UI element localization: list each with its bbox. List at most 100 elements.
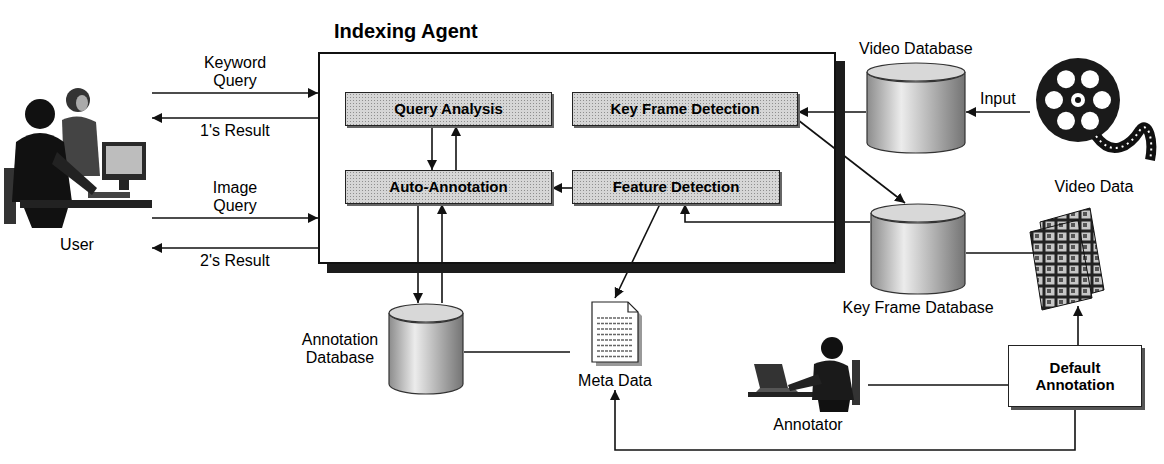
page: [592, 302, 638, 362]
connector-arrow: [441, 204, 443, 303]
user-figure-art: [2, 72, 152, 232]
database-cylinder: Annotation Database: [388, 303, 464, 395]
desk: [20, 200, 152, 208]
process-box: Query Analysis: [345, 92, 552, 126]
reel-hole: [1081, 70, 1099, 88]
film-holes: [1096, 127, 1151, 160]
text-line: [597, 356, 633, 357]
reel-hole: [1057, 112, 1075, 130]
reel-hole: [1045, 91, 1063, 109]
text-line: [597, 339, 633, 340]
annotation-arrow: [1077, 306, 1079, 345]
text-line: [597, 328, 633, 329]
node-label: Meta Data: [578, 372, 652, 390]
text-line: [597, 317, 633, 318]
cylinder-body: [871, 213, 965, 294]
cylinder-top: [871, 204, 965, 222]
keyboard: [88, 192, 130, 198]
database-cylinder: Key Frame Database: [870, 203, 966, 295]
text-line: [597, 345, 633, 346]
text-line: [597, 334, 633, 335]
reel-hole: [1081, 112, 1099, 130]
keyframe-strip-image: [1030, 208, 1104, 310]
cylinder-body: [867, 72, 965, 153]
monitor: [102, 142, 146, 180]
connector-arrow: [966, 111, 1030, 113]
connector-arrow: [615, 204, 660, 298]
process-box: Key Frame Detection: [572, 92, 798, 126]
connector-arrow: [552, 187, 572, 189]
laptop-screen: [754, 364, 788, 388]
person-head: [66, 88, 90, 112]
node-label: Auto-Annotation: [383, 178, 513, 195]
cylinder-shape: [870, 203, 966, 295]
edge-label: 1's Result: [200, 122, 270, 140]
annotator-figure: Annotator: [748, 330, 868, 434]
connector-arrow: [152, 92, 318, 94]
connector-arrow: [152, 217, 318, 219]
cylinder-top: [389, 304, 463, 322]
person-arm: [788, 374, 822, 391]
connector-arrow: [464, 351, 570, 353]
person-head: [821, 337, 843, 359]
reel-hub: [1071, 93, 1085, 107]
person-arm: [52, 152, 97, 195]
keyframe-sheet: [1030, 220, 1092, 310]
connector-arrow: [431, 126, 433, 170]
video-reel-art: [1030, 48, 1158, 174]
edge-label: Image Query: [195, 179, 275, 214]
person-face: [76, 95, 88, 111]
edge-label: 2's Result: [200, 252, 270, 270]
monitor-stand: [119, 180, 129, 190]
user-figure: User: [2, 72, 152, 254]
reel-hole: [1057, 70, 1075, 88]
connector-arrow: [417, 204, 419, 303]
cylinder-body: [389, 313, 463, 394]
node-label: User: [60, 236, 94, 254]
process-box: Auto-Annotation: [345, 170, 552, 204]
node-label: Key Frame Database: [843, 299, 994, 317]
film-tail: [1096, 127, 1151, 160]
person-legs: [818, 400, 850, 412]
node-label: Key Frame Detection: [604, 100, 765, 117]
node-label: Query Analysis: [388, 100, 509, 117]
connector-arrow: [152, 247, 318, 249]
reel-hub: [1075, 97, 1081, 103]
process-box: Default Annotation: [1008, 345, 1142, 407]
node-label: Feature Detection: [607, 178, 746, 195]
node-label: Annotation Database: [298, 331, 382, 368]
text-line: [597, 323, 633, 324]
annotator-figure-art: [748, 330, 868, 412]
node-label: Video Data: [1055, 178, 1134, 196]
agent-box: Indexing AgentQuery AnalysisKey Frame De…: [318, 52, 836, 264]
cylinder-top: [867, 63, 965, 81]
reel-hole: [1093, 91, 1111, 109]
connector-arrow: [868, 384, 1008, 386]
video-reel: Video Data: [1030, 48, 1158, 196]
text-line: [597, 350, 633, 351]
page-fold: [628, 302, 638, 312]
box-heading: Indexing Agent: [334, 20, 478, 43]
node-label: Default Annotation: [1017, 359, 1133, 394]
reel-disc: [1036, 58, 1120, 142]
person-legs: [24, 208, 68, 228]
person-head: [25, 99, 55, 129]
database-cylinder: Video Database: [866, 62, 966, 154]
node-label: Video Database: [859, 40, 973, 58]
database-link-line: [966, 252, 1034, 254]
process-box: Feature Detection: [572, 170, 780, 204]
connector-arrow: [455, 126, 457, 170]
edge-label: Keyword Query: [195, 54, 275, 89]
connector-arrow: [685, 204, 870, 222]
connector-arrow: [152, 117, 318, 119]
edge-label: Input: [980, 90, 1016, 108]
monitor-screen: [106, 146, 142, 174]
cylinder-shape: [866, 62, 966, 154]
cylinder-shape: [388, 303, 464, 395]
connector-arrow: [798, 111, 866, 113]
document-icon-art: [570, 298, 660, 368]
